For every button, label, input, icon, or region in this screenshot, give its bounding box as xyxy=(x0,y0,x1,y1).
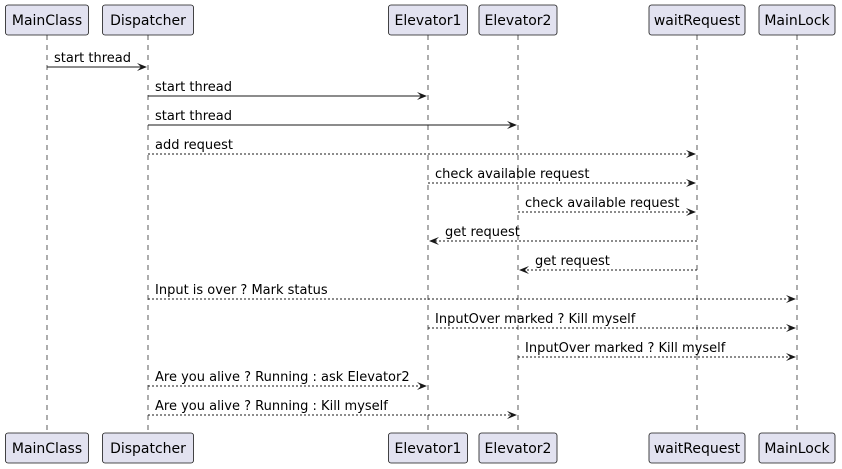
participant-top-elevator2: Elevator2 xyxy=(478,4,558,36)
message-label: Input is over ? Mark status xyxy=(155,283,328,298)
participant-bottom-mainlock: MainLock xyxy=(758,432,836,464)
participant-label: MainLock xyxy=(764,13,830,29)
participant-label: waitRequest xyxy=(654,13,741,29)
participant-label: Elevator2 xyxy=(485,13,552,29)
message-label: start thread xyxy=(54,51,131,66)
participant-box xyxy=(5,432,89,464)
message-10: InputOver marked ? Kill myself xyxy=(428,312,796,332)
arrowhead-icon xyxy=(786,295,796,303)
participant-top-elevator1: Elevator1 xyxy=(388,4,468,36)
participant-bottom-dispatcher: Dispatcher xyxy=(102,432,194,464)
message-13: Are you alive ? Running : Kill myself xyxy=(148,399,517,419)
participant-box xyxy=(478,432,558,464)
arrowhead-icon xyxy=(686,150,696,158)
message-label: check available request xyxy=(525,196,679,211)
participant-label: Elevator2 xyxy=(485,441,552,457)
participant-box xyxy=(478,4,558,36)
message-label: get request xyxy=(445,225,520,240)
participant-label: Dispatcher xyxy=(110,441,186,457)
participant-bottom-elevator2: Elevator2 xyxy=(478,432,558,464)
message-2: start thread xyxy=(148,80,427,100)
arrowhead-icon xyxy=(686,208,696,216)
participant-top-dispatcher: Dispatcher xyxy=(102,4,194,36)
arrowhead-icon xyxy=(429,237,439,245)
arrowhead-icon xyxy=(417,92,427,100)
arrowhead-icon xyxy=(519,266,529,274)
message-label: start thread xyxy=(155,80,232,95)
participant-box xyxy=(388,432,468,464)
message-8: get request xyxy=(519,254,697,274)
participant-box xyxy=(758,432,836,464)
participant-box xyxy=(648,432,746,464)
arrowhead-icon xyxy=(507,121,517,129)
message-3: start thread xyxy=(148,109,517,129)
arrowhead-icon xyxy=(786,353,796,361)
participant-bottom-mainclass: MainClass xyxy=(5,432,89,464)
participant-bottom-elevator1: Elevator1 xyxy=(388,432,468,464)
participant-top-waitrequest: waitRequest xyxy=(648,4,746,36)
participant-label: MainClass xyxy=(12,441,82,457)
participant-box xyxy=(102,432,194,464)
message-1: start thread xyxy=(47,51,147,71)
message-label: start thread xyxy=(155,109,232,124)
message-12: Are you alive ? Running : ask Elevator2 xyxy=(148,370,427,390)
message-label: Are you alive ? Running : ask Elevator2 xyxy=(155,370,410,385)
participant-box xyxy=(758,4,836,36)
participant-bottom-waitrequest: waitRequest xyxy=(648,432,746,464)
participant-label: Dispatcher xyxy=(110,13,186,29)
message-4: add request xyxy=(148,138,696,158)
participant-label: waitRequest xyxy=(654,441,741,457)
participant-label: Elevator1 xyxy=(395,13,462,29)
participant-label: Elevator1 xyxy=(395,441,462,457)
message-6: check available request xyxy=(518,196,696,216)
message-label: Are you alive ? Running : Kill myself xyxy=(155,399,388,414)
message-label: InputOver marked ? Kill myself xyxy=(525,341,726,356)
participant-top-mainlock: MainLock xyxy=(758,4,836,36)
message-11: InputOver marked ? Kill myself xyxy=(518,341,796,361)
arrowhead-icon xyxy=(786,324,796,332)
message-9: Input is over ? Mark status xyxy=(148,283,796,303)
participant-box xyxy=(102,4,194,36)
message-label: get request xyxy=(535,254,610,269)
message-7: get request xyxy=(429,225,697,245)
arrowhead-icon xyxy=(507,411,517,419)
message-label: check available request xyxy=(435,167,589,182)
message-label: add request xyxy=(155,138,233,153)
participant-label: MainClass xyxy=(12,13,82,29)
participant-top-mainclass: MainClass xyxy=(5,4,89,36)
participant-box xyxy=(648,4,746,36)
arrowhead-icon xyxy=(417,382,427,390)
arrowhead-icon xyxy=(686,179,696,187)
arrowhead-icon xyxy=(137,63,147,71)
participant-box xyxy=(5,4,89,36)
message-5: check available request xyxy=(428,167,696,187)
participant-label: MainLock xyxy=(764,441,830,457)
message-label: InputOver marked ? Kill myself xyxy=(435,312,636,327)
participant-box xyxy=(388,4,468,36)
